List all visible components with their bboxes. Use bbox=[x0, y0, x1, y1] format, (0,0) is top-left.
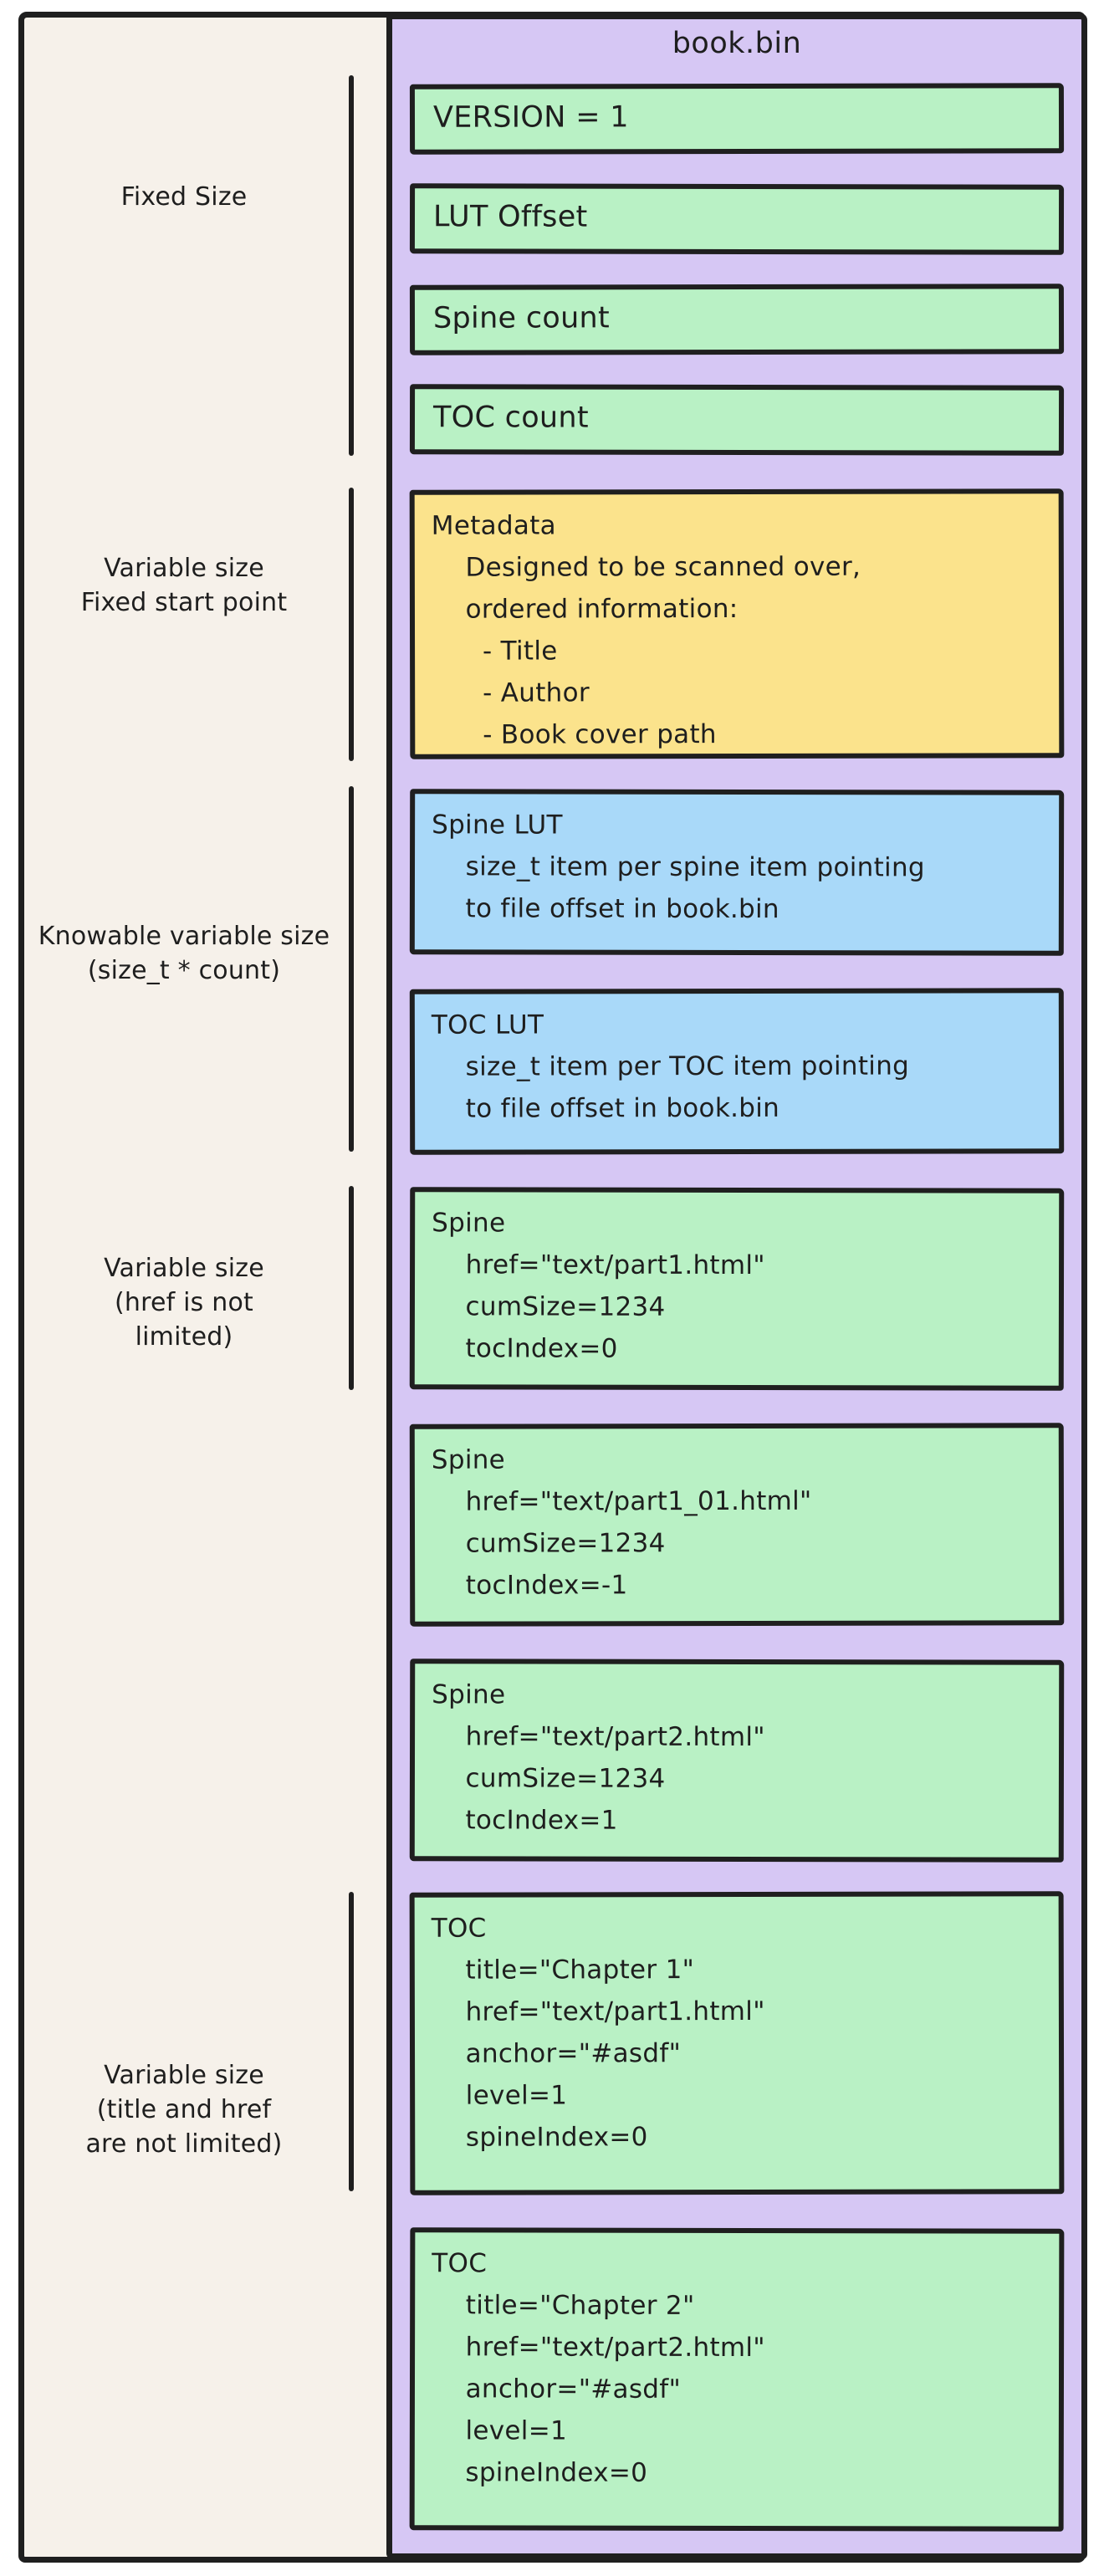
bracket-knowable-variable bbox=[349, 786, 354, 1152]
bracket-variable-title-href bbox=[349, 1892, 354, 2191]
bracket-variable-href bbox=[349, 1186, 354, 1390]
bracket-fixed-size bbox=[349, 75, 354, 456]
annotation-variable-title-href: Variable size (title and href are not li… bbox=[85, 2061, 283, 2159]
metadata-box-text: Metadata Designed to be scanned over, or… bbox=[431, 510, 861, 750]
toc-count-box: TOC count bbox=[409, 384, 1065, 456]
toc-count-box-text: TOC count bbox=[432, 400, 589, 435]
spine-entry-box-1: Spine href="text/part1.html" cumSize=123… bbox=[409, 1187, 1065, 1391]
spine-count-box: Spine count bbox=[409, 284, 1065, 355]
lut-offset-box: LUT Offset bbox=[409, 183, 1065, 255]
spine-count-box-text: Spine count bbox=[432, 300, 611, 335]
annotation-fixed-size: Fixed Size bbox=[120, 182, 248, 212]
toc-entry-box-1: TOC title="Chapter 1" href="text/part1.h… bbox=[409, 1891, 1065, 2195]
bracket-variable-fixed-start bbox=[349, 488, 354, 761]
spine-lut-box: Spine LUT size_t item per spine item poi… bbox=[409, 789, 1065, 956]
version-box-text: VERSION = 1 bbox=[432, 100, 629, 135]
spine-entry-1-text: Spine href="text/part1.html" cumSize=123… bbox=[431, 1208, 765, 1364]
spine-lut-box-text: Spine LUT size_t item per spine item poi… bbox=[431, 810, 925, 925]
annotation-variable-fixed-start: Variable size Fixed start point bbox=[80, 554, 288, 617]
lut-offset-box-text: LUT Offset bbox=[432, 199, 588, 234]
metadata-box: Metadata Designed to be scanned over, or… bbox=[409, 488, 1065, 759]
toc-entry-2-text: TOC title="Chapter 2" href="text/part2.h… bbox=[431, 2248, 765, 2488]
toc-entry-1-text: TOC title="Chapter 1" href="text/part1.h… bbox=[431, 1913, 765, 2153]
file-title: book.bin bbox=[672, 27, 802, 60]
spine-entry-box-3: Spine href="text/part2.html" cumSize=123… bbox=[409, 1659, 1065, 1863]
toc-lut-box: TOC LUT size_t item per TOC item pointin… bbox=[409, 988, 1065, 1155]
annotation-knowable-variable: Knowable variable size (size_t * count) bbox=[38, 922, 330, 985]
spine-entry-box-2: Spine href="text/part1_01.html" cumSize=… bbox=[409, 1423, 1065, 1627]
annotation-variable-href: Variable size (href is not limited) bbox=[104, 1254, 264, 1352]
version-box: VERSION = 1 bbox=[409, 83, 1065, 155]
toc-entry-box-2: TOC title="Chapter 2" href="text/part2.h… bbox=[409, 2227, 1065, 2532]
spine-entry-3-text: Spine href="text/part2.html" cumSize=123… bbox=[431, 1679, 765, 1836]
spine-entry-2-text: Spine href="text/part1_01.html" cumSize=… bbox=[431, 1444, 812, 1601]
toc-lut-box-text: TOC LUT size_t item per TOC item pointin… bbox=[431, 1009, 910, 1124]
